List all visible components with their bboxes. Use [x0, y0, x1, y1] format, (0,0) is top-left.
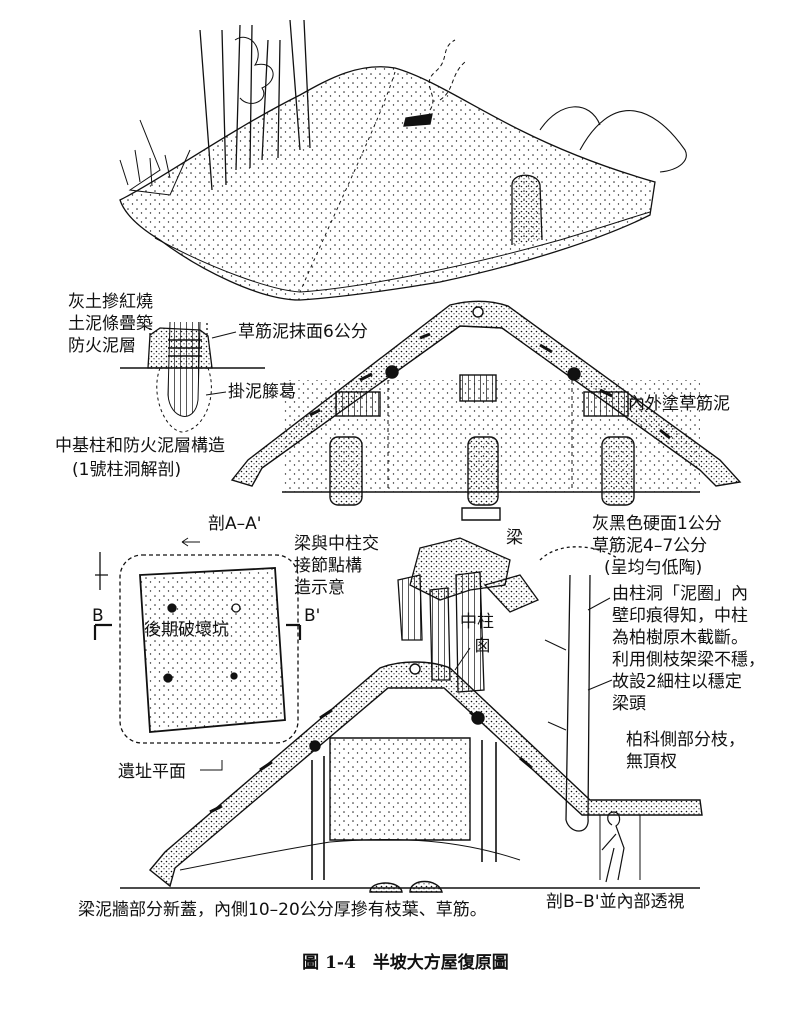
section-bb-label: 剖B–B'並內部透視 [546, 892, 685, 912]
later-pit-label: 後期破壞坑 [144, 620, 229, 640]
note-label-6: 梁頭 [612, 694, 646, 714]
floor-label-2: 草筋泥4–7公分 [592, 536, 708, 556]
pillar-detail [120, 321, 265, 433]
exterior-view [119, 19, 687, 301]
trees [119, 19, 311, 196]
joint-detail [397, 537, 540, 693]
note-label-2: 壁印痕得知，中柱 [612, 606, 748, 626]
section-a-a [230, 300, 742, 521]
fire-layer-label-2: 土泥條疊築 [68, 314, 153, 334]
plaster-label: 草筋泥抹面6公分 [238, 322, 368, 342]
fire-layer-label-1: 灰土摻紅燒 [68, 292, 153, 312]
plan-b-prime-label: B' [304, 606, 321, 626]
site-plan [93, 537, 302, 771]
floor-label-3: (呈均勻低陶) [604, 558, 703, 578]
note-label-1: 由柱洞「泥圈」內 [612, 584, 748, 604]
section-aa-label: 剖A–A' [208, 514, 262, 534]
branch-label-1: 柏科側部分枝， [626, 730, 745, 750]
roof-mound [119, 66, 656, 301]
human-figure [601, 811, 625, 883]
fire-layer-label-3: 防火泥層 [68, 336, 136, 356]
plan-b-label: B [92, 606, 104, 626]
note-label-5: 故設2細柱以穩定 [612, 672, 742, 692]
pillar-subtitle-label: (1號柱洞解剖) [72, 460, 182, 480]
note-label-3: 為柏樹原木截斷。 [612, 628, 748, 648]
smoke [428, 39, 466, 111]
joint-label-1: 梁與中柱交 [294, 534, 379, 554]
central-pillar-label: 中柱 [460, 612, 494, 632]
site-plan-label: 遺址平面 [118, 762, 186, 782]
floor-label-1: 灰黑色硬面1公分 [592, 514, 722, 534]
branch-label-2: 無頂杈 [626, 752, 677, 772]
wall-note-label: 梁泥牆部分新蓋，內側10–20公分厚摻有枝葉、草筋。 [78, 900, 487, 920]
section-b-b [120, 647, 703, 893]
chimney-label: 囪 [474, 636, 491, 656]
hang-mud-label: 掛泥籐葛 [228, 382, 296, 402]
inner-outer-label: 內外塗草筋泥 [628, 394, 730, 414]
figure-caption: 圖 1-4 半坡大方屋復原圖 [302, 953, 509, 973]
doorway [511, 174, 543, 245]
joint-label-3: 造示意 [294, 578, 345, 598]
roof-vent [403, 113, 433, 127]
distant-huts [539, 106, 687, 173]
beam-label: 梁 [506, 528, 523, 548]
roof-section-b [149, 661, 703, 888]
cypress-trunk [539, 546, 621, 832]
note-label-4: 利用側枝架梁不穩， [612, 650, 765, 670]
pillar-title-label: 中基柱和防火泥層構造 [55, 436, 225, 456]
joint-label-2: 接節點構 [294, 556, 362, 576]
